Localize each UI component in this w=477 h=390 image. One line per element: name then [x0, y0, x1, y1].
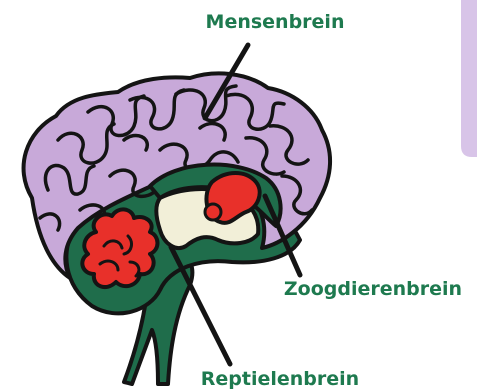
cerebellum	[82, 209, 157, 287]
side-panel	[461, 0, 477, 157]
label-reptielenbrein: Reptielenbrein	[201, 368, 359, 390]
label-mensenbrein: Mensenbrein	[206, 11, 345, 33]
brain-sagittal-section-icon	[24, 45, 331, 384]
thalamus-spot	[205, 204, 221, 220]
label-zoogdierenbrein: Zoogdierenbrein	[284, 278, 462, 300]
